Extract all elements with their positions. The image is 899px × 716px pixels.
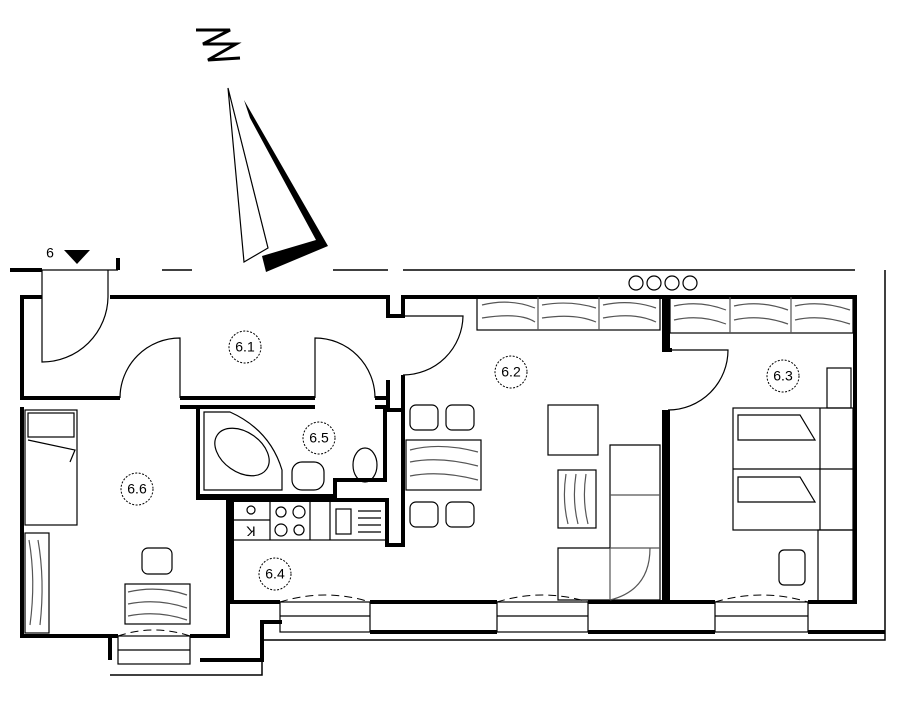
- coffee-table: [557, 469, 597, 529]
- room-label-6-3: 6.3: [766, 359, 800, 393]
- north-symbol: [196, 28, 242, 62]
- door-6-5: [314, 337, 376, 399]
- entrance-door: [41, 270, 109, 363]
- kitchen-mark: K: [246, 523, 256, 539]
- desk: [124, 547, 191, 625]
- shelf: [24, 532, 50, 634]
- level-marker-label: 6: [46, 245, 54, 261]
- toilet: [352, 447, 378, 483]
- room-label-6-5: 6.5: [302, 421, 336, 455]
- svg-text:6.6: 6.6: [127, 481, 147, 497]
- bathtub: [214, 427, 270, 477]
- north-arrow: [196, 28, 328, 272]
- window: [117, 629, 191, 665]
- double-bed: [732, 367, 854, 603]
- corner-sofa: [557, 444, 661, 601]
- bathroom-fixtures: [203, 411, 378, 491]
- kitchen-counter: K: [231, 499, 388, 541]
- armchair: [547, 404, 599, 456]
- vents: [628, 275, 698, 291]
- room-label-6-2: 6.2: [494, 355, 528, 389]
- wardrobes: [476, 296, 854, 334]
- windows: [117, 594, 809, 665]
- svg-text:6.2: 6.2: [501, 364, 521, 380]
- walls: [20, 295, 885, 662]
- single-bed: [24, 409, 78, 526]
- room-label-6-4: 6.4: [258, 557, 292, 591]
- window: [279, 594, 371, 633]
- dining-set: [405, 404, 482, 528]
- level-marker: 6: [10, 245, 120, 272]
- north-arrow-shadow: [244, 100, 328, 272]
- door-6-6: [119, 337, 181, 399]
- svg-text:6.4: 6.4: [265, 566, 285, 582]
- room-label-6-6: 6.6: [120, 472, 154, 506]
- marker-line: [10, 258, 120, 272]
- doors: [41, 270, 729, 411]
- window: [714, 594, 809, 633]
- sink: [335, 508, 352, 535]
- svg-text:6.3: 6.3: [773, 368, 793, 384]
- level-marker-triangle-icon: [64, 250, 90, 264]
- door-6-3: [667, 349, 729, 411]
- chair: [778, 549, 806, 586]
- chair: [141, 547, 173, 575]
- room-label-6-1: 6.1: [228, 330, 262, 364]
- door-6-2: [402, 315, 464, 376]
- north-arrow-outline: [227, 87, 269, 263]
- nightstand: [817, 529, 854, 603]
- svg-text:6.5: 6.5: [309, 430, 329, 446]
- svg-text:6.1: 6.1: [235, 339, 255, 355]
- sink: [291, 461, 325, 491]
